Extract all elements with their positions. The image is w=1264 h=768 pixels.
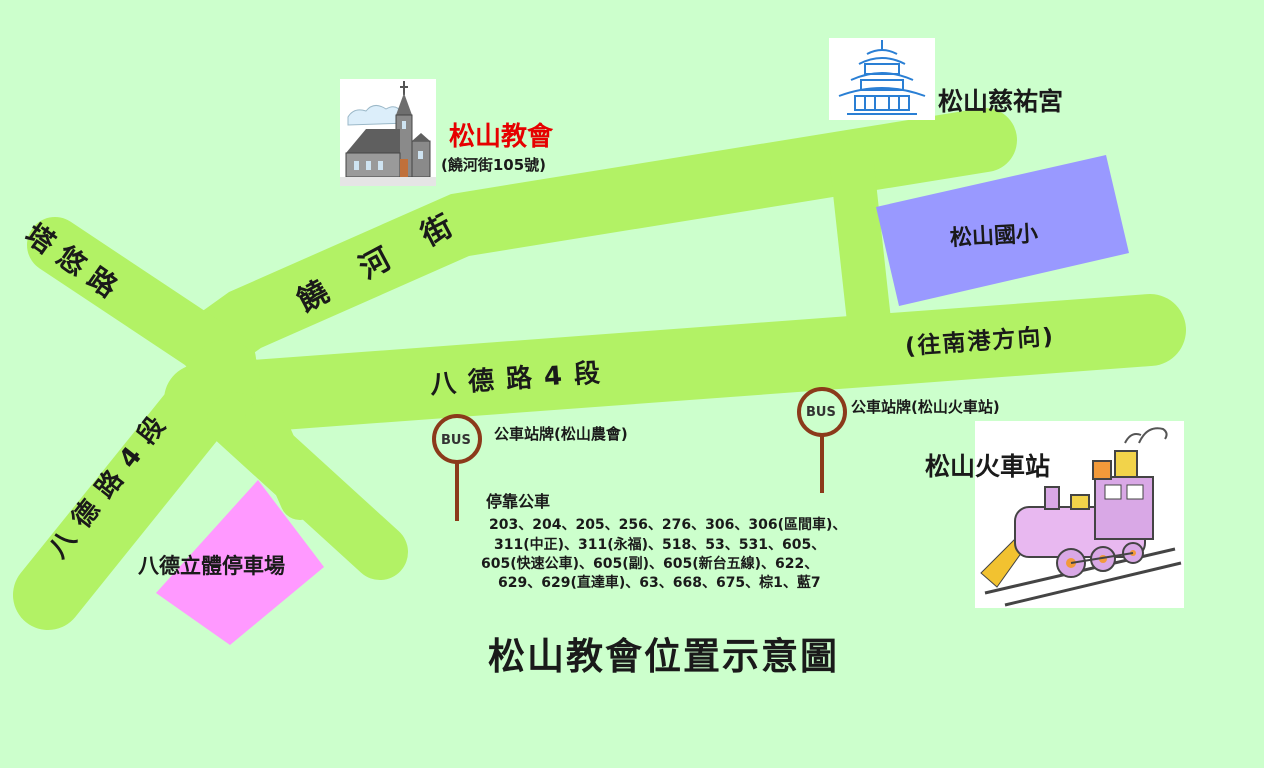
- church-icon: [340, 81, 436, 186]
- train-icon: [980, 427, 1182, 607]
- route-line: 311(中正)、311(永福)、518、53、531、605、: [494, 537, 826, 553]
- road-bade-diagonal: [13, 340, 260, 630]
- road-tali: [27, 217, 256, 388]
- bus-stop-sign-farm: [432, 414, 482, 521]
- routes-heading: 停靠公車: [486, 492, 551, 511]
- bus-stop-sign-station: [797, 387, 847, 493]
- church-picture: [340, 79, 436, 186]
- bus-stop-label-farm: 公車站牌(松山農會): [494, 425, 628, 443]
- road-short-stub: [245, 400, 320, 520]
- parking-label: 八德立體停車場: [138, 554, 285, 578]
- bus-icon-text-station: BUS: [806, 405, 836, 420]
- map-title: 松山教會位置示意圖: [488, 635, 839, 678]
- route-line: 605(快速公車)、605(副)、605(新台五線)、622、: [481, 556, 819, 572]
- road-school-connector: [830, 143, 892, 352]
- temple-picture: [829, 38, 935, 120]
- church-address: (饒河街105號): [441, 156, 547, 174]
- bus-icon-text-farm: BUS: [441, 433, 471, 448]
- route-line: 629、629(直達車)、63、668、675、棕1、藍7: [498, 575, 821, 591]
- road-bade-main: [164, 294, 1186, 436]
- church-label: 松山教會: [449, 122, 554, 152]
- temple-icon: [838, 40, 926, 115]
- train-picture: [975, 421, 1184, 608]
- temple-label: 松山慈祐宮: [938, 87, 1064, 116]
- station-label: 松山火車站: [925, 452, 1051, 481]
- bus-stop-label-station: 公車站牌(松山火車站): [851, 398, 1000, 416]
- route-line: 203、204、205、256、276、306、306(區間車)、: [489, 517, 847, 533]
